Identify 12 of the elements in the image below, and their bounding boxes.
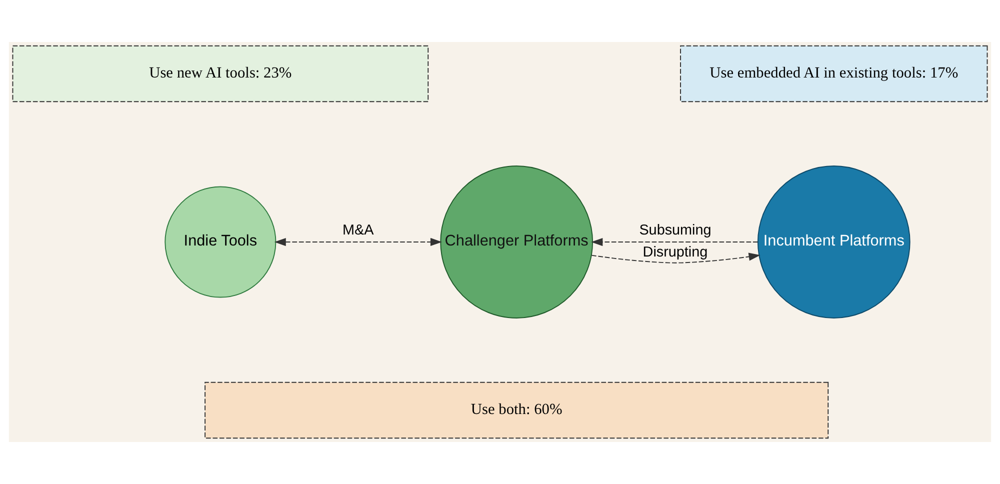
node-circle: Incumbent Platforms [757,166,910,318]
edge-label: Subsuming [639,222,712,238]
edge-label: Disrupting [642,244,708,260]
arrow [274,238,442,246]
edge-label: M&A [342,222,374,238]
node-circle: Indie Tools [164,186,276,298]
node-box: Use new AI tools: 23% [12,45,429,102]
node-box: Use embedded AI in existing tools: 17% [680,45,988,102]
arrow [591,252,760,264]
node-box: Use both: 60% [204,382,829,439]
arrow [591,238,758,246]
node-circle: Challenger Platforms [440,166,594,318]
